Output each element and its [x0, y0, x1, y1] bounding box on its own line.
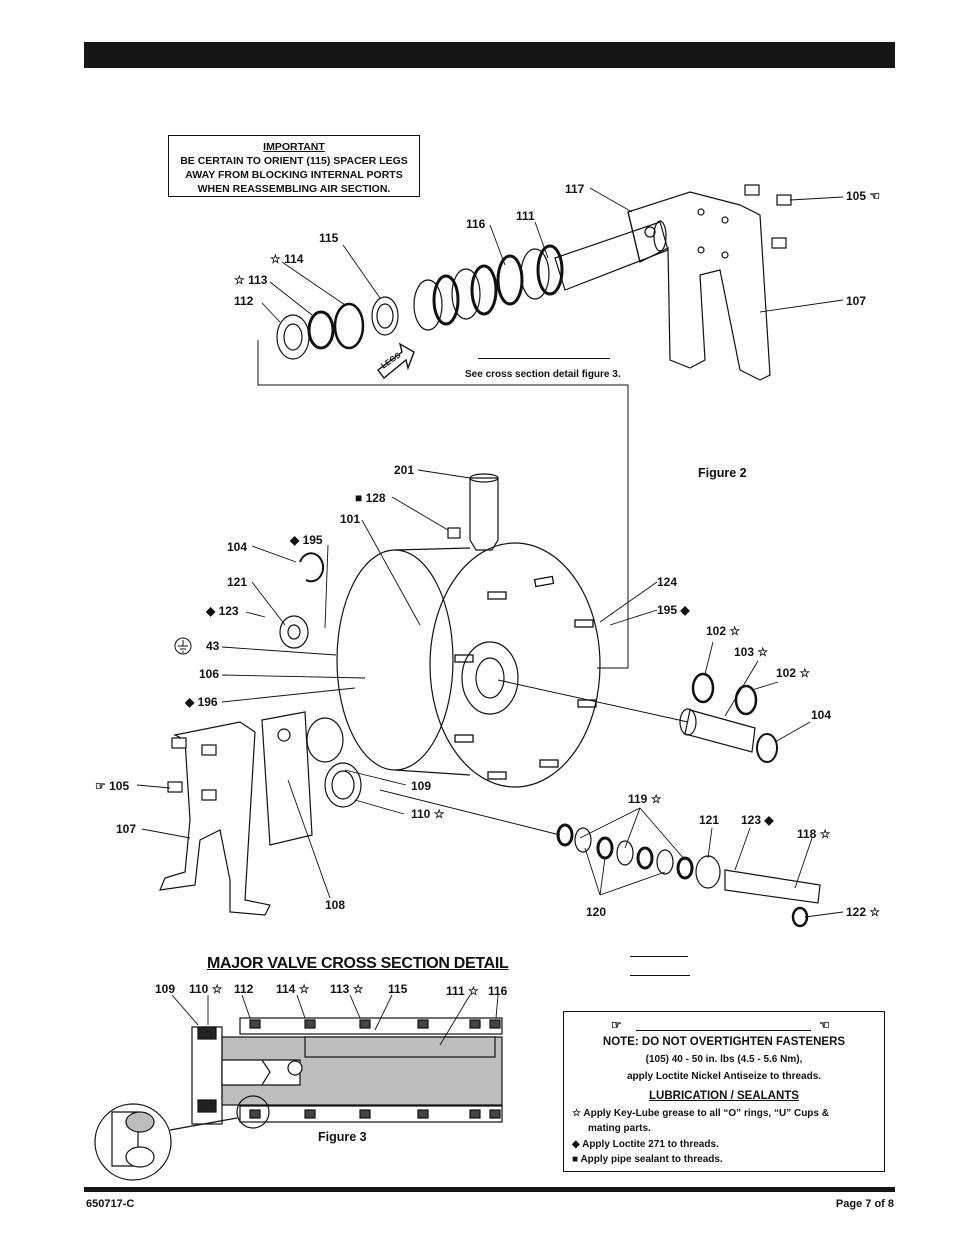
- see-note-rule: [478, 358, 610, 359]
- callout-109: 109: [411, 779, 432, 793]
- xsection-callout-109: 109: [155, 982, 176, 996]
- xsection-callout-113: 113 ☆: [330, 982, 364, 996]
- callout-104-right: 104: [811, 708, 832, 722]
- page-number: Page 7 of 8: [835, 1198, 894, 1210]
- part-flange: [429, 542, 601, 788]
- xsection-callout-112: 112: [234, 982, 254, 996]
- callout-107-top: 107: [846, 294, 867, 308]
- important-line-1: BE CERTAIN TO ORIENT (115) SPACER LEGS: [180, 155, 408, 167]
- hand-left-icon: ☞: [611, 1018, 622, 1032]
- notes-rule: [636, 1030, 811, 1031]
- hand-right-icon: ☜: [819, 1018, 830, 1032]
- xsection-callout-116: 116: [488, 984, 508, 998]
- part-110-ucup: [324, 762, 362, 808]
- lube-item-3: ■ Apply pipe sealant to threads.: [572, 1154, 723, 1165]
- callout-106: 106: [199, 667, 220, 681]
- see-cross-section-note: See cross section detail figure 3.: [465, 369, 621, 380]
- callout-120: 120: [586, 905, 607, 919]
- callout-123-right: 123 ◆: [741, 813, 774, 827]
- part-109-cap: [306, 717, 344, 763]
- part-101-body: [336, 549, 454, 771]
- callout-201: 201: [394, 463, 415, 477]
- callout-124: 124: [657, 575, 678, 589]
- xsection-callout-115: 115: [388, 982, 408, 996]
- lube-item-1-cont: mating parts.: [588, 1123, 651, 1134]
- section-title: MAJOR VALVE CROSS SECTION DETAIL: [207, 955, 509, 972]
- callout-102-a: 102 ☆: [706, 624, 741, 638]
- xsection-callout-114: 114 ☆: [276, 982, 310, 996]
- important-notice: IMPORTANT BE CERTAIN TO ORIENT (115) SPA…: [168, 135, 420, 197]
- part-107-bracket-top: [627, 191, 771, 381]
- part-128-plug: [447, 527, 461, 539]
- callout-122: 122 ☆: [846, 905, 881, 919]
- callout-196: ◆ 196: [185, 695, 218, 709]
- figure-3-label: Figure 3: [318, 1130, 367, 1144]
- part-115-spacer: [371, 296, 399, 336]
- callout-105-bottom: ☞ 105: [95, 779, 130, 793]
- callout-195-left: ◆ 195: [290, 533, 323, 547]
- callout-114: ☆ 114: [270, 252, 304, 266]
- part-201-muffler: [469, 477, 499, 551]
- part-107-bracket-bottom: [159, 721, 271, 916]
- blank-rule-1: [630, 956, 688, 957]
- part-103-sleeve: [684, 709, 756, 753]
- figure-2-label: Figure 2: [698, 466, 747, 480]
- callout-121-right: 121: [699, 813, 720, 827]
- xsection-callout-111: 111 ☆: [446, 984, 479, 998]
- part-113-oring: [307, 310, 335, 350]
- torque-spec: (105) 40 - 50 in. lbs (4.5 - 5.6 Nm),: [645, 1054, 803, 1065]
- footer-rule: [84, 1187, 895, 1192]
- callout-103: 103 ☆: [734, 645, 769, 659]
- callout-110: 110 ☆: [411, 807, 445, 821]
- important-line-2: AWAY FROM BLOCKING INTERNAL PORTS: [185, 169, 403, 181]
- part-114-oring: [333, 302, 365, 350]
- loctite-note: apply Loctite Nickel Antiseize to thread…: [626, 1071, 822, 1082]
- callout-128: ■ 128: [355, 491, 386, 505]
- part-108-gasket: [261, 711, 313, 846]
- callout-111: 111: [516, 209, 535, 223]
- part-112-washer: [276, 314, 310, 360]
- header-bar: [84, 42, 895, 68]
- callout-116: 116: [466, 217, 486, 231]
- callout-118: 118 ☆: [797, 827, 831, 841]
- callout-105-top: 105 ☜: [846, 189, 881, 203]
- xsection-callout-110: 110 ☆: [189, 982, 223, 996]
- lubrication-heading: LUBRICATION / SEALANTS: [649, 1090, 799, 1102]
- blank-rule-2: [630, 975, 690, 976]
- callout-119: 119 ☆: [628, 792, 662, 806]
- callout-112: 112: [234, 294, 254, 308]
- lube-item-2: ◆ Apply Loctite 271 to threads.: [572, 1139, 719, 1150]
- callout-107-bottom: 107: [116, 822, 137, 836]
- important-line-3: WHEN REASSEMBLING AIR SECTION.: [197, 183, 391, 195]
- callout-115: 115: [319, 231, 339, 245]
- ground-symbol: [174, 637, 192, 655]
- callout-108: 108: [325, 898, 346, 912]
- callout-104-left: 104: [227, 540, 248, 554]
- callout-123-left: ◆ 123: [206, 604, 239, 618]
- cross-section-diagram: [94, 994, 503, 1181]
- notes-box: ☞ ☜ NOTE: DO NOT OVERTIGHTEN FASTENERS (…: [563, 1011, 885, 1172]
- notes-heading: NOTE: DO NOT OVERTIGHTEN FASTENERS: [602, 1036, 846, 1048]
- callout-43: 43: [206, 639, 220, 653]
- callout-102-b: 102 ☆: [776, 666, 811, 680]
- callout-101: 101: [340, 512, 361, 526]
- callout-195-right: 195 ◆: [657, 603, 690, 617]
- lube-item-1: ☆ Apply Key-Lube grease to all “O” rings…: [572, 1108, 829, 1119]
- part-118-shaft: [724, 869, 821, 904]
- callout-117: 117: [565, 182, 585, 196]
- callout-113: ☆ 113: [234, 273, 268, 287]
- callout-121-left: 121: [227, 575, 248, 589]
- important-title: IMPORTANT: [263, 141, 325, 153]
- document-number: 650717-C: [86, 1198, 135, 1210]
